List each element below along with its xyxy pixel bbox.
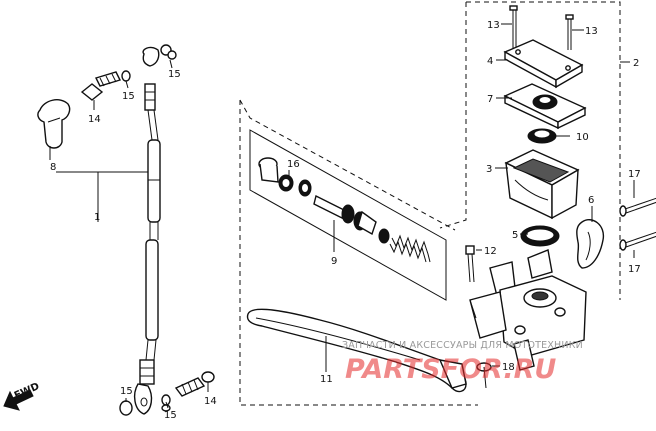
brake-lever-11 [246, 308, 467, 393]
washer-15-b [160, 44, 177, 60]
diaphragm-plate-7 [503, 83, 587, 130]
screw-12 [465, 245, 475, 283]
label-13-left: 13 [487, 20, 500, 31]
piston-kit-16 [258, 157, 390, 244]
diaphragm-10 [527, 128, 557, 144]
bolt-13-left [509, 5, 518, 48]
watermark-tagline: ЗАПЧАСТИ И АКСЕССУАРЫ ДЛЯ МОТОТЕХНИКИ [342, 340, 583, 351]
label-5: 5 [512, 230, 518, 241]
label-12: 12 [484, 246, 497, 257]
label-17-upper: 17 [628, 169, 641, 180]
boot-6 [576, 219, 605, 269]
leader-lines [56, 23, 635, 409]
o-ring-5 [520, 225, 560, 247]
label-4: 4 [487, 56, 493, 67]
pin-17-lower [619, 231, 656, 251]
label-14-upper: 14 [88, 114, 101, 125]
hose-bolt-14-lower [174, 371, 215, 397]
washer-15-c [119, 400, 133, 416]
master-cylinder-group-outline [439, 1, 621, 300]
reservoir-body-3 [504, 149, 580, 220]
label-15-d: 15 [164, 410, 177, 421]
label-1: 1 [94, 212, 100, 223]
bolt-13-right [565, 14, 574, 50]
label-13-right: 13 [585, 26, 598, 37]
label-18: 18 [502, 362, 515, 373]
watermark-logo-text: PARTSFOR.RU [345, 354, 556, 385]
label-17-lower: 17 [628, 264, 641, 275]
pin-17-upper [619, 197, 656, 217]
label-15-c: 15 [120, 386, 133, 397]
label-16: 16 [287, 159, 300, 170]
label-3: 3 [486, 164, 492, 175]
label-8: 8 [50, 162, 56, 173]
label-9: 9 [331, 256, 337, 267]
master-cylinder-body [469, 249, 587, 371]
label-7: 7 [487, 94, 493, 105]
label-11: 11 [320, 374, 333, 385]
part-number-labels: 13 13 2 4 7 10 3 5 6 17 17 12 16 9 11 18… [50, 20, 641, 421]
pivot-bolt-18 [476, 362, 492, 389]
label-6: 6 [588, 195, 594, 206]
label-15-b: 15 [168, 69, 181, 80]
boot-8 [37, 99, 71, 160]
watermark: ЗАПЧАСТИ И АКСЕССУАРЫ ДЛЯ МОТОТЕХНИКИ PA… [342, 340, 583, 385]
piston-kit-inner-frame [249, 129, 447, 301]
label-14-lower: 14 [204, 396, 217, 407]
spring-9 [389, 234, 431, 263]
piston-kit-group-outline [239, 99, 478, 406]
brake-hose-1 [133, 46, 161, 415]
forward-arrow-icon [3, 389, 34, 411]
reservoir-cap-4 [503, 39, 584, 89]
hose-bolt-14-upper [80, 71, 121, 101]
label-10: 10 [576, 132, 589, 143]
label-2: 2 [633, 58, 639, 69]
washer-15-a [121, 70, 131, 82]
label-15-a: 15 [122, 91, 135, 102]
